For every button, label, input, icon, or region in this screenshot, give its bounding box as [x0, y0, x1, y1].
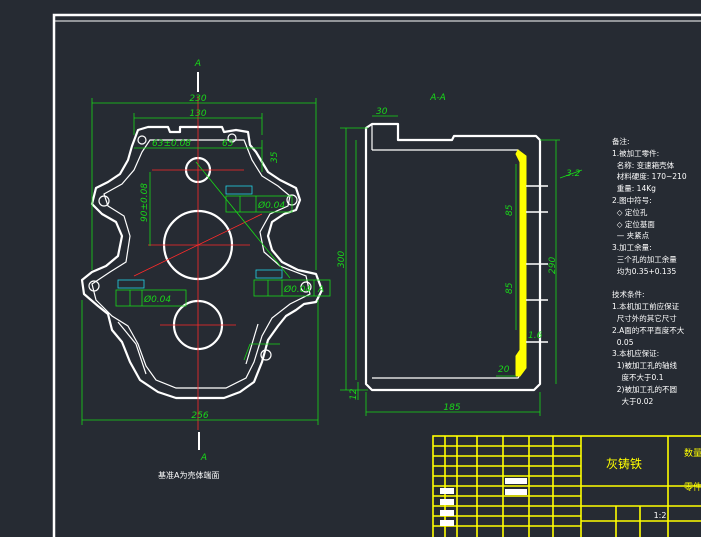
note-line: 尺寸外的其它尺寸: [612, 313, 677, 323]
note-line: [612, 278, 701, 290]
tol-2: Ø0.04: [143, 294, 171, 305]
sheet-border: [52, 13, 701, 537]
note-line: 备注:: [612, 137, 630, 146]
dim-85b: 85: [505, 282, 515, 294]
view-caption: 基准A为壳体端面: [158, 470, 219, 480]
tol-3: Ø0.04: [283, 284, 311, 295]
note-line: 1)被加工孔的轴线: [612, 361, 677, 371]
note-line: 度不大于0.1: [612, 372, 664, 382]
dim-256: 256: [191, 411, 208, 421]
title-block: 灰铸铁 1:2 数量 零件: [432, 435, 701, 537]
note-line: 名称: 变速箱壳体: [612, 160, 675, 170]
note-line: 1.被加工零件:: [612, 148, 660, 158]
dim-30: 30: [376, 107, 388, 117]
dim-35: 35: [270, 151, 280, 163]
title-col-b: 零件: [684, 481, 701, 493]
note-line: 三个孔的加工余量: [612, 254, 677, 264]
note-line: 2)被加工孔的不圆: [612, 384, 677, 394]
note-line: 3.本机应保证:: [612, 349, 660, 359]
material-text: 灰铸铁: [606, 456, 642, 471]
dim-63: 63±0.08: [152, 139, 191, 149]
note-line: — 夹紧点: [612, 231, 650, 241]
dim-85a: 85: [505, 204, 515, 216]
front-view: A A 230 130: [80, 59, 331, 480]
rough-2: 1.6: [528, 331, 543, 341]
section-hatch: [515, 149, 527, 377]
note-line: 1.本机加工前应保证: [612, 302, 680, 312]
section-label-top: A: [194, 59, 201, 69]
note-line: 材料硬度: 170~210: [612, 172, 687, 182]
dim-65: 65: [222, 139, 234, 149]
housing-inner-wall: [91, 139, 311, 389]
dim-130: 130: [189, 109, 206, 119]
note-line: 均为0.35+0.135: [612, 266, 677, 276]
rough-1: 3.2: [566, 169, 581, 179]
housing-outline: [80, 125, 324, 400]
dim-20: 20: [498, 365, 510, 375]
note-line: 3.加工余量:: [612, 243, 652, 253]
scale-text: 1:2: [654, 511, 667, 520]
dim-12: 12: [349, 388, 359, 400]
dim-185: 185: [443, 403, 460, 413]
notes-block: 备注: 1.被加工零件: 名称: 变速箱壳体 材料硬度: 170~210 重量: …: [612, 136, 701, 406]
dim-230: 230: [189, 94, 206, 104]
tol-1: Ø0.04: [257, 200, 285, 211]
section-view: A-A 30 300 290 185 85 85 20 12 3.2: [337, 93, 583, 416]
note-line: ◇ 定位基面: [612, 219, 655, 229]
note-line: 0.05: [612, 337, 634, 347]
note-line: 技术条件:: [612, 290, 645, 300]
section-outline: [364, 122, 542, 392]
note-line: 2.A面的不平直度不大: [612, 325, 685, 335]
notes-list: 备注: 1.被加工零件: 名称: 变速箱壳体 材料硬度: 170~210 重量: …: [612, 136, 701, 406]
dim-300: 300: [337, 251, 347, 268]
note-line: 2.图中符号:: [612, 195, 652, 205]
datum-label: A: [317, 285, 324, 295]
note-line: 大于0.02: [612, 396, 654, 406]
dim-90: 90±0.08: [140, 183, 150, 222]
section-view-title: A-A: [429, 93, 446, 103]
title-col-a: 数量: [684, 447, 701, 459]
note-line: ◇ 定位孔: [612, 207, 648, 217]
section-label-bottom: A: [200, 453, 207, 463]
dim-290: 290: [548, 257, 558, 274]
note-line: 重量: 14Kg: [612, 184, 656, 194]
